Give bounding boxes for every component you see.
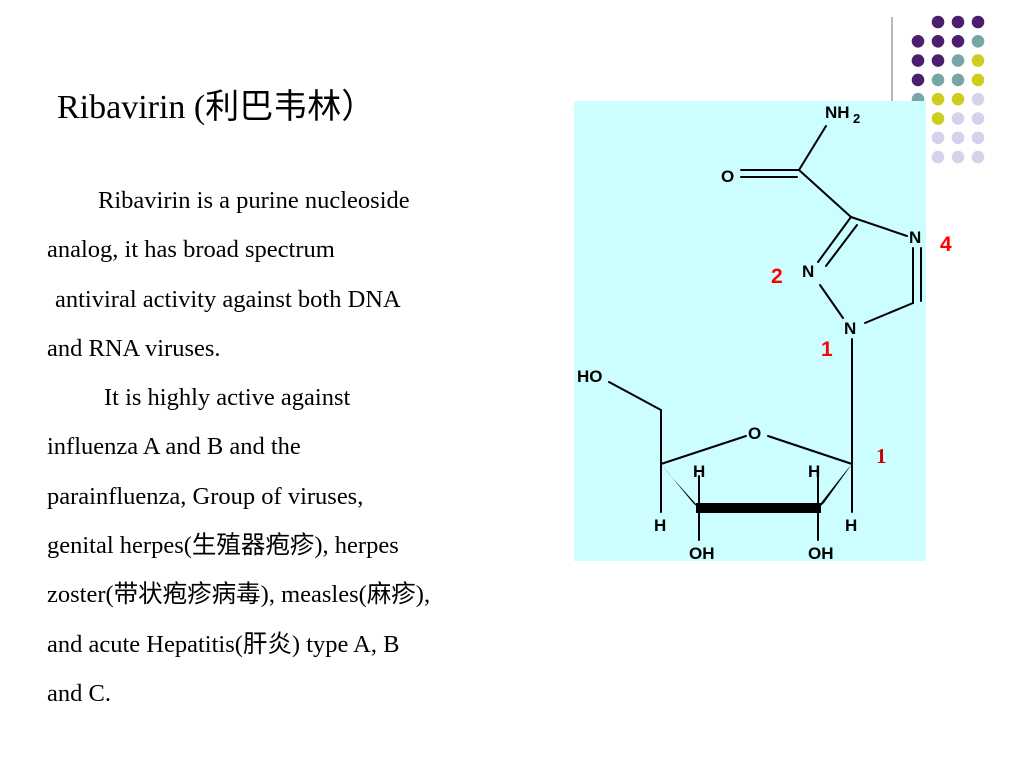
decorative-dot — [931, 112, 945, 125]
decorative-dot — [911, 54, 925, 67]
position-label-1-prime: 1 — [876, 444, 887, 468]
atom-ring-o: O — [748, 424, 761, 443]
atom-h-c2p: H — [808, 462, 820, 481]
decorative-dot — [951, 15, 965, 29]
decorative-dot — [911, 35, 925, 48]
bond-o-c1p — [767, 435, 853, 465]
decorative-dot — [931, 92, 945, 106]
decorative-dot — [931, 131, 945, 145]
paragraph-1-line-1: Ribavirin is a purine nucleoside — [98, 187, 410, 214]
bond-ho-c5p — [608, 381, 662, 411]
paragraph-2-line-2: influenza A and B and the — [47, 433, 301, 461]
decorative-dot — [951, 54, 965, 67]
atom-nh: NH — [825, 103, 850, 122]
paragraph-2-line-5: zoster(带状疱疹病毒), measles(麻疹), — [47, 581, 431, 609]
atom-n1: N — [844, 319, 856, 338]
atom-oh-c3p: OH — [689, 544, 715, 563]
decorative-dot — [971, 112, 985, 125]
position-label-1: 1 — [821, 338, 833, 361]
decorative-dot — [931, 15, 945, 29]
atom-n2: N — [802, 262, 814, 281]
wedge-c1p-c2p — [813, 464, 852, 513]
atom-h-c3p: H — [693, 462, 705, 481]
slide-title: Ribavirin (利巴韦林） — [57, 89, 376, 126]
bond-c3-n2-2 — [825, 224, 858, 267]
decorative-dot — [911, 73, 925, 87]
paragraph-1-line-4: and RNA viruses. — [47, 334, 221, 362]
decorative-dot — [931, 54, 945, 67]
position-label-2: 2 — [771, 265, 783, 288]
paragraph-2-line-4: genital herpes(生殖器疱疹), herpes — [47, 532, 399, 560]
paragraph-2: It is highly active against influenza A … — [47, 373, 587, 718]
decorative-dot — [951, 92, 965, 106]
paragraph-2-line-3: parainfluenza, Group of viruses, — [47, 482, 364, 510]
decorative-dot — [971, 92, 985, 106]
decorative-dot — [971, 54, 985, 67]
bond-c5-n1 — [864, 302, 914, 324]
paragraph-2-line-6: and acute Hepatitis(肝炎) type A, B — [47, 630, 400, 658]
atom-nh-subscript: 2 — [853, 111, 860, 126]
bond-n2-n1 — [819, 284, 844, 319]
decorative-dot — [971, 35, 985, 48]
decorative-dot — [951, 150, 965, 164]
bond-c3-n4 — [850, 216, 908, 237]
decorative-dot — [971, 131, 985, 145]
paragraph-1-line-3: antiviral activity against both DNA — [55, 285, 401, 313]
paragraph-2-line-1: It is highly active against — [104, 384, 351, 412]
decorative-dot — [971, 150, 985, 164]
decorative-dot — [951, 35, 965, 48]
bond-c-nh2 — [798, 125, 827, 171]
paragraph-1-line-2: analog, it has broad spectrum — [47, 236, 335, 264]
atom-carbonyl-o: O — [721, 167, 734, 186]
decorative-dot — [931, 35, 945, 48]
atom-oh-c2p: OH — [808, 544, 834, 563]
atom-h-c1p: H — [845, 516, 857, 535]
bold-bond-c3p-c2p — [696, 503, 821, 513]
decorative-dot — [931, 150, 945, 164]
atom-h-c4p: H — [654, 516, 666, 535]
bond-c3-n2-1 — [817, 216, 852, 263]
atom-ho: HO — [577, 367, 603, 386]
paragraph-1: Ribavirin is a purine nucleoside analog,… — [47, 176, 587, 373]
paragraph-2-line-7: and C. — [47, 679, 111, 707]
decorative-dot — [971, 73, 985, 87]
decorative-dot — [951, 73, 965, 87]
decorative-dot — [951, 112, 965, 125]
body-text: Ribavirin is a purine nucleoside analog,… — [47, 176, 587, 718]
decorative-dot — [931, 73, 945, 87]
decorative-dot — [951, 131, 965, 145]
bond-c-c3 — [798, 169, 852, 218]
bond-c4p-o — [660, 435, 747, 465]
position-label-4: 4 — [940, 233, 952, 256]
decorative-dot — [971, 15, 985, 29]
atom-n4: N — [909, 228, 921, 247]
